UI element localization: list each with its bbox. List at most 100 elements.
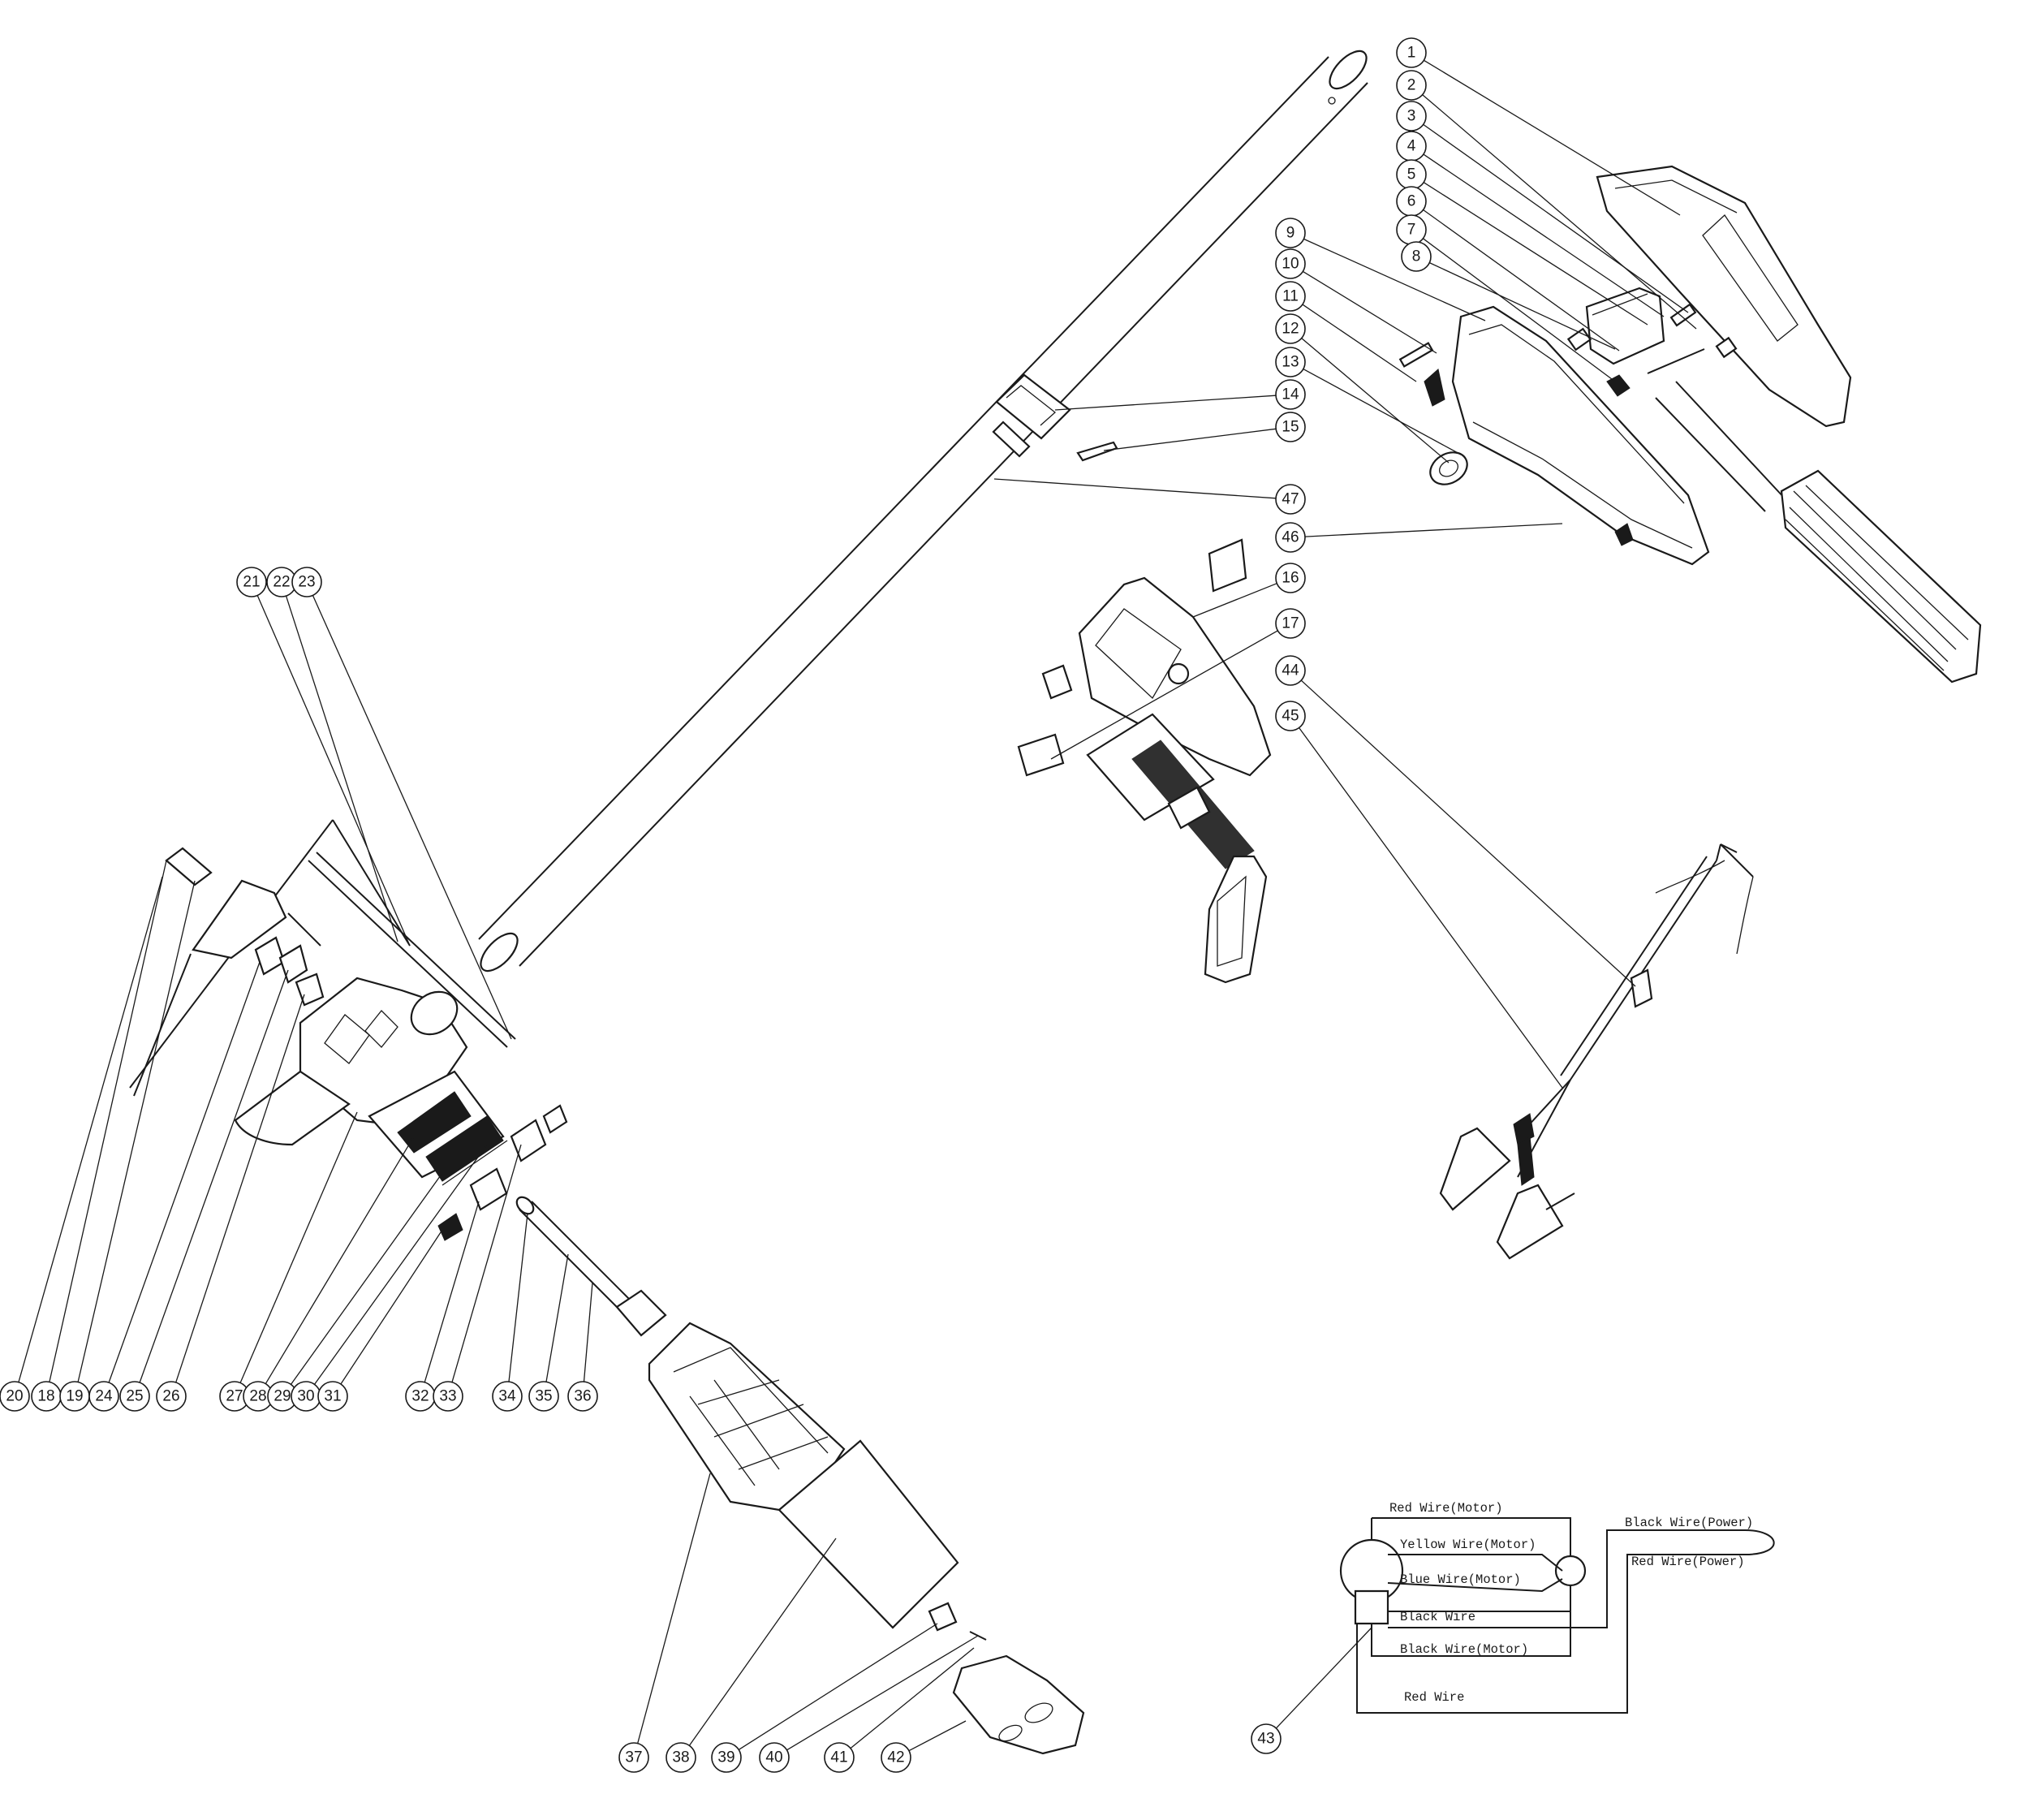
leader-line-39 bbox=[738, 1623, 938, 1750]
callout-number: 11 bbox=[1282, 288, 1299, 305]
callout-circle bbox=[1275, 701, 1306, 731]
leader-line-1 bbox=[1424, 59, 1681, 216]
callout-circle bbox=[1401, 241, 1432, 272]
callout-number: 9 bbox=[1286, 225, 1295, 242]
callout-circle bbox=[1275, 248, 1306, 279]
callout-circle bbox=[1275, 281, 1306, 312]
callout-circle bbox=[236, 567, 267, 597]
callout-circle bbox=[1275, 412, 1306, 442]
callout-circle bbox=[1275, 347, 1306, 377]
callout-number: 27 bbox=[226, 1388, 243, 1405]
callout-circle bbox=[1275, 484, 1306, 515]
leader-lines bbox=[18, 59, 1697, 1752]
callout-27: 27 bbox=[219, 1381, 250, 1412]
wire-label-red-motor: Red Wire(Motor) bbox=[1389, 1501, 1503, 1516]
callout-8: 8 bbox=[1401, 241, 1432, 272]
leader-line-17 bbox=[1050, 630, 1278, 760]
callout-number: 12 bbox=[1282, 321, 1299, 338]
leader-line-7 bbox=[1423, 238, 1616, 382]
callout-number: 37 bbox=[625, 1749, 642, 1766]
leader-line-30 bbox=[313, 1144, 488, 1385]
leader-line-29 bbox=[290, 1172, 443, 1385]
callout-29: 29 bbox=[267, 1381, 298, 1412]
callout-circle bbox=[433, 1381, 463, 1412]
callout-36: 36 bbox=[567, 1381, 598, 1412]
callout-9: 9 bbox=[1275, 218, 1306, 248]
callout-number: 47 bbox=[1282, 491, 1299, 508]
callout-number: 35 bbox=[535, 1388, 552, 1405]
callout-circle bbox=[119, 1381, 150, 1412]
motor-housing bbox=[234, 977, 508, 1186]
callout-number: 24 bbox=[95, 1388, 113, 1405]
leader-line-41 bbox=[850, 1647, 975, 1749]
wire-label-black-power: Black Wire(Power) bbox=[1625, 1516, 1753, 1530]
battery-cable bbox=[1439, 843, 1754, 1260]
callout-circle bbox=[1275, 218, 1306, 248]
wiring-diagram bbox=[1339, 1517, 1775, 1714]
callout-40: 40 bbox=[759, 1742, 790, 1773]
callout-4: 4 bbox=[1396, 131, 1427, 162]
callout-circle bbox=[1251, 1723, 1282, 1754]
callout-44: 44 bbox=[1275, 655, 1306, 686]
callout-circle bbox=[1275, 379, 1306, 410]
leader-line-19 bbox=[77, 880, 196, 1382]
callout-number: 32 bbox=[411, 1388, 429, 1405]
leader-line-33 bbox=[451, 1144, 522, 1382]
callout-number: 26 bbox=[162, 1388, 179, 1405]
wire-label-red: Red Wire bbox=[1404, 1690, 1464, 1705]
wiring-labels: Red Wire(Motor) Yellow Wire(Motor) Blue … bbox=[1389, 1501, 1753, 1705]
callout-33: 33 bbox=[433, 1381, 463, 1412]
nose-cone-parts bbox=[928, 1602, 1085, 1755]
callout-number: 36 bbox=[574, 1388, 591, 1405]
callout-number: 39 bbox=[717, 1749, 734, 1766]
leader-line-10 bbox=[1303, 270, 1437, 354]
leader-line-35 bbox=[545, 1253, 569, 1382]
callout-number: 44 bbox=[1282, 662, 1299, 679]
leader-line-43 bbox=[1275, 1627, 1372, 1729]
leader-line-4 bbox=[1423, 153, 1665, 317]
callout-number: 34 bbox=[498, 1388, 516, 1405]
leader-line-13 bbox=[1303, 369, 1462, 455]
callout-10: 10 bbox=[1275, 248, 1306, 279]
callout-number: 31 bbox=[324, 1388, 341, 1405]
callout-11: 11 bbox=[1275, 281, 1306, 312]
callout-24: 24 bbox=[88, 1381, 119, 1412]
leader-line-47 bbox=[993, 478, 1277, 499]
leader-line-42 bbox=[908, 1720, 967, 1752]
callout-circle bbox=[0, 1381, 30, 1412]
callout-43: 43 bbox=[1251, 1723, 1282, 1754]
callout-circle bbox=[1396, 101, 1427, 132]
leader-line-34 bbox=[508, 1213, 528, 1382]
leader-line-22 bbox=[285, 595, 398, 942]
callout-number: 20 bbox=[6, 1388, 23, 1405]
callout-circle bbox=[1275, 563, 1306, 593]
callout-number: 41 bbox=[830, 1749, 847, 1766]
callout-15: 15 bbox=[1275, 412, 1306, 442]
leader-line-36 bbox=[583, 1282, 593, 1382]
callout-number: 19 bbox=[66, 1388, 83, 1405]
callout-26: 26 bbox=[156, 1381, 187, 1412]
leader-line-6 bbox=[1423, 209, 1620, 351]
callout-number: 6 bbox=[1407, 193, 1416, 210]
callout-circle bbox=[1396, 70, 1427, 101]
callout-number: 23 bbox=[298, 574, 315, 591]
callout-circle bbox=[666, 1742, 696, 1773]
callout-circle bbox=[317, 1381, 348, 1412]
callout-circle bbox=[1396, 37, 1427, 68]
callout-circle bbox=[881, 1742, 911, 1773]
callout-number: 17 bbox=[1282, 615, 1299, 632]
callout-34: 34 bbox=[492, 1381, 523, 1412]
callout-16: 16 bbox=[1275, 563, 1306, 593]
callout-number: 30 bbox=[297, 1388, 314, 1405]
callout-number: 13 bbox=[1282, 354, 1299, 371]
callout-number: 43 bbox=[1257, 1731, 1274, 1748]
tiller-handle bbox=[1655, 381, 1982, 684]
leader-line-20 bbox=[18, 876, 163, 1382]
callout-number: 4 bbox=[1407, 138, 1416, 155]
callout-number: 21 bbox=[243, 574, 260, 591]
callout-6: 6 bbox=[1396, 186, 1427, 217]
leader-line-9 bbox=[1303, 238, 1486, 321]
callout-number: 29 bbox=[274, 1388, 291, 1405]
callout-38: 38 bbox=[666, 1742, 696, 1773]
callout-number: 14 bbox=[1282, 386, 1299, 403]
